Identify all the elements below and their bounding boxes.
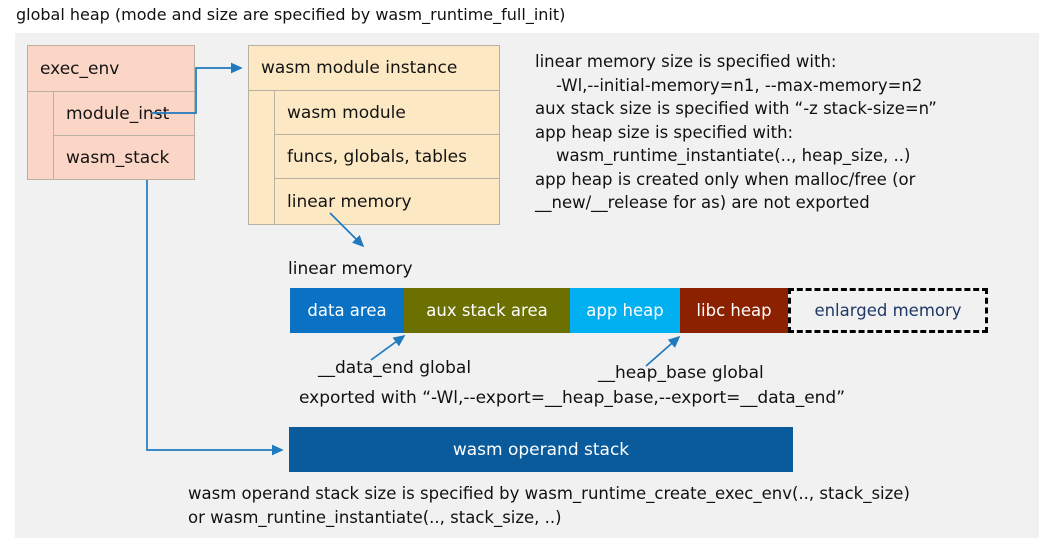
wasm-operand-stack-box: wasm operand stack [289, 427, 793, 472]
diagram-title: global heap (mode and size are specified… [16, 5, 566, 24]
exec-env-header: exec_env [27, 45, 195, 92]
exec-env-row-module-inst: module_inst [53, 91, 195, 136]
wasm-module-instance-box: wasm module instance wasm module funcs, … [248, 45, 500, 225]
memory-segment-app-heap: app heap [570, 288, 680, 333]
linear-memory-bar-label: linear memory [288, 259, 413, 279]
linear-memory-note: linear memory size is specified with: -W… [535, 52, 937, 212]
annotation-exported-with: exported with “-Wl,--export=__heap_base,… [299, 388, 846, 408]
annotation-data-end: __data_end global [318, 358, 472, 378]
memory-segment-data-area: data area [290, 288, 404, 333]
exec-env-box: exec_env module_inst wasm_stack [27, 45, 195, 180]
module-instance-row-wasm-module: wasm module [274, 90, 500, 135]
memory-segment-libc-heap: libc heap [680, 288, 788, 333]
exec-env-left-gutter [27, 91, 54, 180]
memory-segment-aux-stack-area: aux stack area [404, 288, 570, 333]
module-instance-left-gutter [248, 90, 275, 225]
annotation-heap-base: __heap_base global [598, 363, 764, 383]
exec-env-row-wasm-stack: wasm_stack [53, 135, 195, 180]
operand-stack-note: wasm operand stack size is specified by … [188, 484, 910, 527]
module-instance-header: wasm module instance [248, 45, 500, 91]
module-instance-row-funcs-globals-tables: funcs, globals, tables [274, 134, 500, 179]
memory-segment-enlarged-memory: enlarged memory [788, 288, 988, 333]
module-instance-row-linear-memory: linear memory [274, 178, 500, 225]
